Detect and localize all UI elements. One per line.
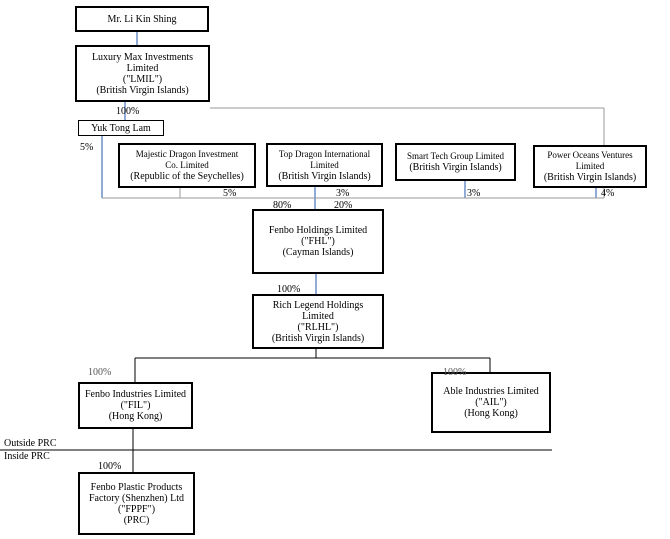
entity-line: ("FHL") — [301, 236, 335, 247]
entity-line: ("LMIL") — [122, 73, 163, 85]
pct-right-into-fhl: 20% — [334, 200, 353, 211]
pct-yuk-fhl: 5% — [80, 142, 94, 153]
entity-power-oceans: Power Oceans Ventures Limited (British V… — [533, 145, 647, 188]
entity-name: Mr. Li Kin Shing — [107, 13, 177, 25]
entity-line: (British Virgin Islands) — [96, 84, 189, 96]
entity-line: (PRC) — [123, 514, 150, 526]
entity-line: (Cayman Islands) — [282, 247, 354, 258]
entity-top-dragon: Top Dragon International Limited (Britis… — [266, 143, 383, 187]
entity-line: Power Oceans Ventures — [547, 150, 633, 160]
entity-line: Limited — [575, 161, 605, 171]
entity-line: Top Dragon International — [278, 148, 371, 159]
pct-fil-fppf: 100% — [98, 461, 122, 472]
pct-smarttech-fhl: 3% — [467, 188, 481, 199]
entity-line: (British Virgin Islands) — [271, 332, 365, 344]
entity-line: Limited — [126, 62, 159, 74]
pct-fhl-rlhl: 100% — [277, 284, 301, 295]
entity-line: Luxury Max Investments — [91, 51, 194, 63]
entity-line: Limited — [302, 310, 334, 322]
entity-line: Factory (Shenzhen) Ltd — [89, 492, 184, 504]
entity-name: Yuk Tong Lam — [91, 122, 151, 134]
entity-line: Fenbo Industries Limited — [84, 389, 187, 400]
entity-lmil: Luxury Max Investments Limited ("LMIL") … — [75, 45, 210, 102]
entity-majestic-dragon: Majestic Dragon Investment Co. Limited (… — [118, 143, 256, 188]
entity-fil: Fenbo Industries Limited ("FIL") (Hong K… — [78, 382, 193, 429]
entity-yuk-tong-lam: Yuk Tong Lam — [78, 120, 164, 136]
entity-li-kin-shing: Mr. Li Kin Shing — [75, 6, 209, 32]
pct-left-into-fhl: 80% — [273, 200, 292, 211]
entity-line: Rich Legend Holdings — [272, 299, 364, 311]
pct-lmil-yuk: 100% — [116, 106, 140, 117]
entity-line: ("FPPF") — [117, 503, 156, 515]
entity-line: Smart Tech Group Limited — [407, 151, 504, 161]
entity-rlhl: Rich Legend Holdings Limited ("RLHL") (B… — [252, 294, 384, 349]
pct-majestic-fhl: 5% — [223, 188, 237, 199]
pct-poweroceans-fhl: 4% — [601, 188, 615, 199]
entity-line: (Republic of the Seychelles) — [130, 171, 244, 182]
entity-line: (British Virgin Islands) — [409, 162, 502, 173]
entity-line: (British Virgin Islands) — [543, 172, 637, 183]
entity-line: (British Virgin Islands) — [278, 170, 371, 182]
entity-line: (Hong Kong) — [108, 411, 163, 422]
outside-prc-label: Outside PRC — [4, 438, 57, 449]
pct-topdragon-fhl: 3% — [336, 188, 350, 199]
entity-line: ("FIL") — [120, 400, 151, 411]
entity-ail: Able Industries Limited ("AIL") (Hong Ko… — [431, 372, 551, 433]
entity-line: Fenbo Plastic Products — [90, 481, 183, 493]
entity-line: (Hong Kong) — [464, 408, 518, 419]
entity-line: Limited — [310, 159, 339, 170]
entity-line: Able Industries Limited — [443, 386, 539, 397]
entity-fppf: Fenbo Plastic Products Factory (Shenzhen… — [78, 472, 195, 535]
inside-prc-label: Inside PRC — [4, 451, 50, 462]
entity-line: Majestic Dragon Investment — [135, 149, 239, 159]
pct-rlhl-ail: 100% — [443, 367, 467, 378]
pct-rlhl-fil: 100% — [88, 367, 112, 378]
entity-fhl: Fenbo Holdings Limited ("FHL") (Cayman I… — [252, 209, 384, 274]
entity-smart-tech: Smart Tech Group Limited (British Virgin… — [395, 143, 516, 181]
entity-line: Fenbo Holdings Limited — [268, 225, 368, 236]
entity-line: ("AIL") — [475, 397, 507, 408]
entity-line: Co. Limited — [165, 160, 209, 170]
entity-line: ("RLHL") — [297, 321, 339, 333]
